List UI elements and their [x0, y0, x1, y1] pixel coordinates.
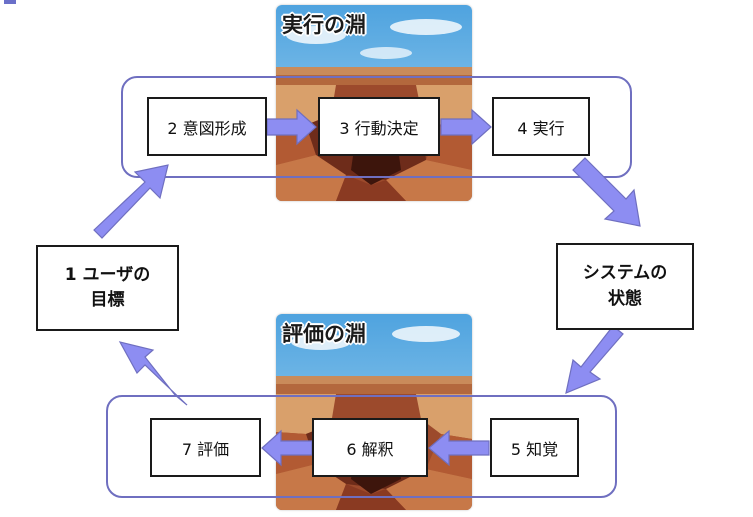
- evaluation-gulf-title: 評価の淵: [282, 322, 366, 346]
- step-perception: 5 知覚: [490, 418, 579, 477]
- arrow-intention-to-action: [266, 108, 317, 146]
- step-system-state: システムの 状態: [556, 243, 694, 330]
- step-execution-label: 4 実行: [517, 118, 565, 138]
- arrow-system-to-perception: [565, 325, 624, 394]
- step-intention-label: 2 意図形成: [167, 118, 247, 138]
- arrow-action-to-execution: [440, 108, 492, 146]
- arrow-execution-to-system: [572, 157, 641, 227]
- step-interpretation-label: 6 解釈: [346, 439, 394, 459]
- step-user-goal-line2: 目標: [90, 290, 125, 310]
- step-action-decision-label: 3 行動決定: [339, 118, 419, 138]
- arrow-goal-to-intention: [93, 164, 169, 239]
- arrow-perception-to-interpretation: [428, 429, 490, 467]
- step-evaluation: 7 評価: [150, 418, 261, 477]
- step-execution: 4 実行: [492, 97, 590, 156]
- step-interpretation: 6 解釈: [312, 418, 428, 477]
- evaluation-loop-outline: [106, 395, 617, 498]
- arrow-evaluation-to-goal: [118, 341, 188, 406]
- step-intention: 2 意図形成: [147, 97, 267, 156]
- corner-mark: [4, 0, 16, 4]
- step-system-state-line1: システムの: [582, 263, 668, 283]
- step-action-decision: 3 行動決定: [318, 97, 440, 156]
- step-user-goal-line1: 1 ユーザの: [64, 264, 151, 285]
- execution-loop-outline: [121, 76, 632, 178]
- step-user-goal: 1 ユーザの 目標: [36, 245, 179, 331]
- step-system-state-line2: 状態: [608, 288, 642, 309]
- step-perception-label: 5 知覚: [510, 439, 559, 459]
- execution-gulf-title: 実行の淵: [282, 13, 366, 37]
- step-evaluation-label: 7 評価: [181, 439, 230, 459]
- arrow-interpretation-to-evaluation: [261, 429, 313, 467]
